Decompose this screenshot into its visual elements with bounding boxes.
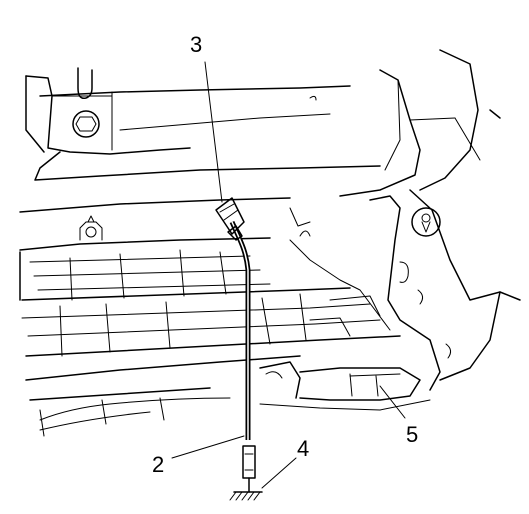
retaining-clip-icon <box>79 215 103 241</box>
callout-5: 5 <box>406 422 418 447</box>
bolt-icon <box>72 110 100 138</box>
ground-terminal <box>229 445 263 501</box>
lower-floor <box>25 355 431 437</box>
keyhole-icon <box>411 207 441 237</box>
antenna-cable <box>229 220 251 440</box>
floor-grid <box>19 197 401 357</box>
leader-3 <box>204 61 223 203</box>
callout-4: 4 <box>297 436 309 461</box>
upper-body-panel <box>25 67 381 181</box>
callout-3: 3 <box>190 32 202 57</box>
side-pillar <box>289 49 521 391</box>
leader-4 <box>261 457 297 489</box>
leader-5 <box>379 385 406 419</box>
cable-connector <box>215 197 245 241</box>
callout-2: 2 <box>152 452 164 477</box>
leader-lines <box>171 61 406 489</box>
leader-2 <box>171 435 245 459</box>
